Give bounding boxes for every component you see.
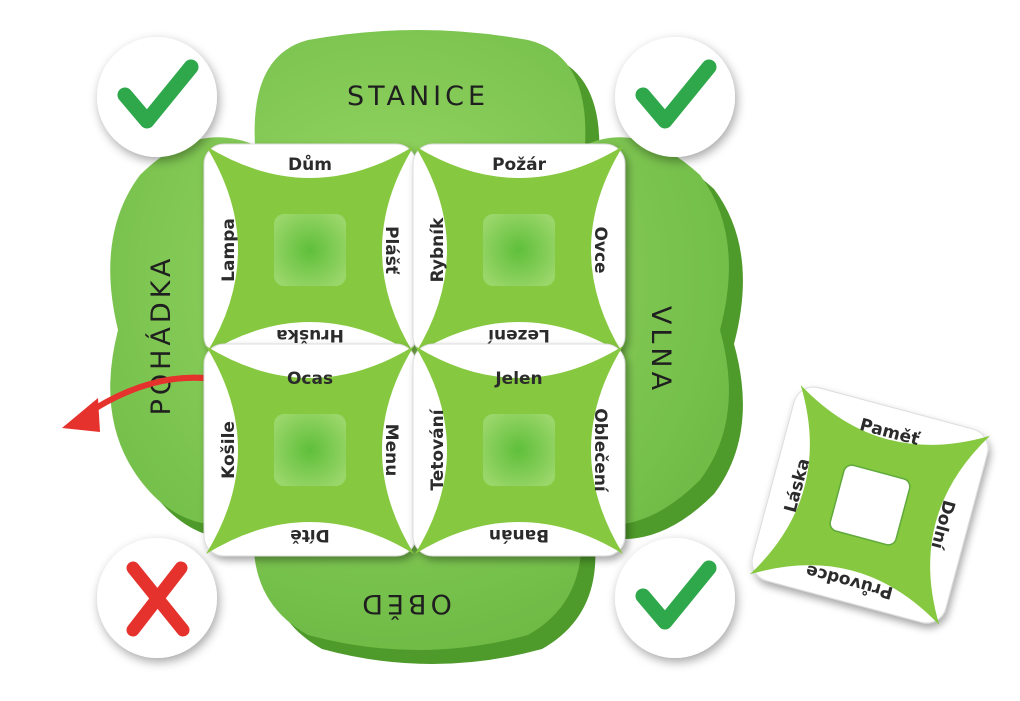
card-center-square <box>274 414 346 486</box>
card-center-window <box>829 464 911 546</box>
card-word-top: Ocas <box>287 369 333 389</box>
clover-label-left: POHÁDKA <box>145 255 177 416</box>
card-center-square <box>483 214 555 286</box>
word-card[interactable]: Jelen Tetování Oblečení Banán <box>412 343 626 557</box>
card-word-right: Plášť <box>381 226 401 275</box>
word-card[interactable]: Dům Lampa Plášť Hruška <box>203 143 417 357</box>
card-word-right: Ovce <box>590 226 610 273</box>
card-center-square <box>483 414 555 486</box>
cross-icon <box>126 561 190 637</box>
check-icon <box>117 59 199 129</box>
loose-word-card[interactable]: Paměť Láska Dolní Průvodce <box>748 383 993 628</box>
clover-label-right: VLNA <box>645 306 676 394</box>
mark-top-right <box>615 37 735 157</box>
word-card[interactable]: Ocas Košile Menu Dítě <box>203 343 417 557</box>
card-word-right: Oblečení <box>590 408 610 493</box>
clover-label-top: STANICE <box>347 81 489 112</box>
mark-bottom-right <box>615 538 735 658</box>
card-word-top: Jelen <box>494 369 542 389</box>
card-word-left: Rybník <box>428 217 448 283</box>
word-card[interactable]: Požár Rybník Ovce Lezení <box>412 143 626 357</box>
card-center-square <box>274 214 346 286</box>
card-word-bottom: Banán <box>489 525 549 545</box>
card-word-left: Tetování <box>428 408 448 490</box>
card-word-right: Menu <box>381 424 401 477</box>
clover-label-bottom: OBĚD <box>358 588 452 620</box>
card-word-top: Požár <box>492 155 547 175</box>
card-word-bottom: Hruška <box>276 325 344 345</box>
mark-top-left <box>97 37 217 157</box>
card-word-left: Košile <box>219 421 239 479</box>
card-word-bottom: Lezení <box>487 325 550 345</box>
check-icon <box>635 59 717 129</box>
mark-bottom-left <box>97 538 217 658</box>
card-word-bottom: Dítě <box>290 525 330 545</box>
card-word-top: Dům <box>288 153 332 175</box>
check-icon <box>635 560 717 630</box>
card-word-left: Lampa <box>219 218 239 282</box>
